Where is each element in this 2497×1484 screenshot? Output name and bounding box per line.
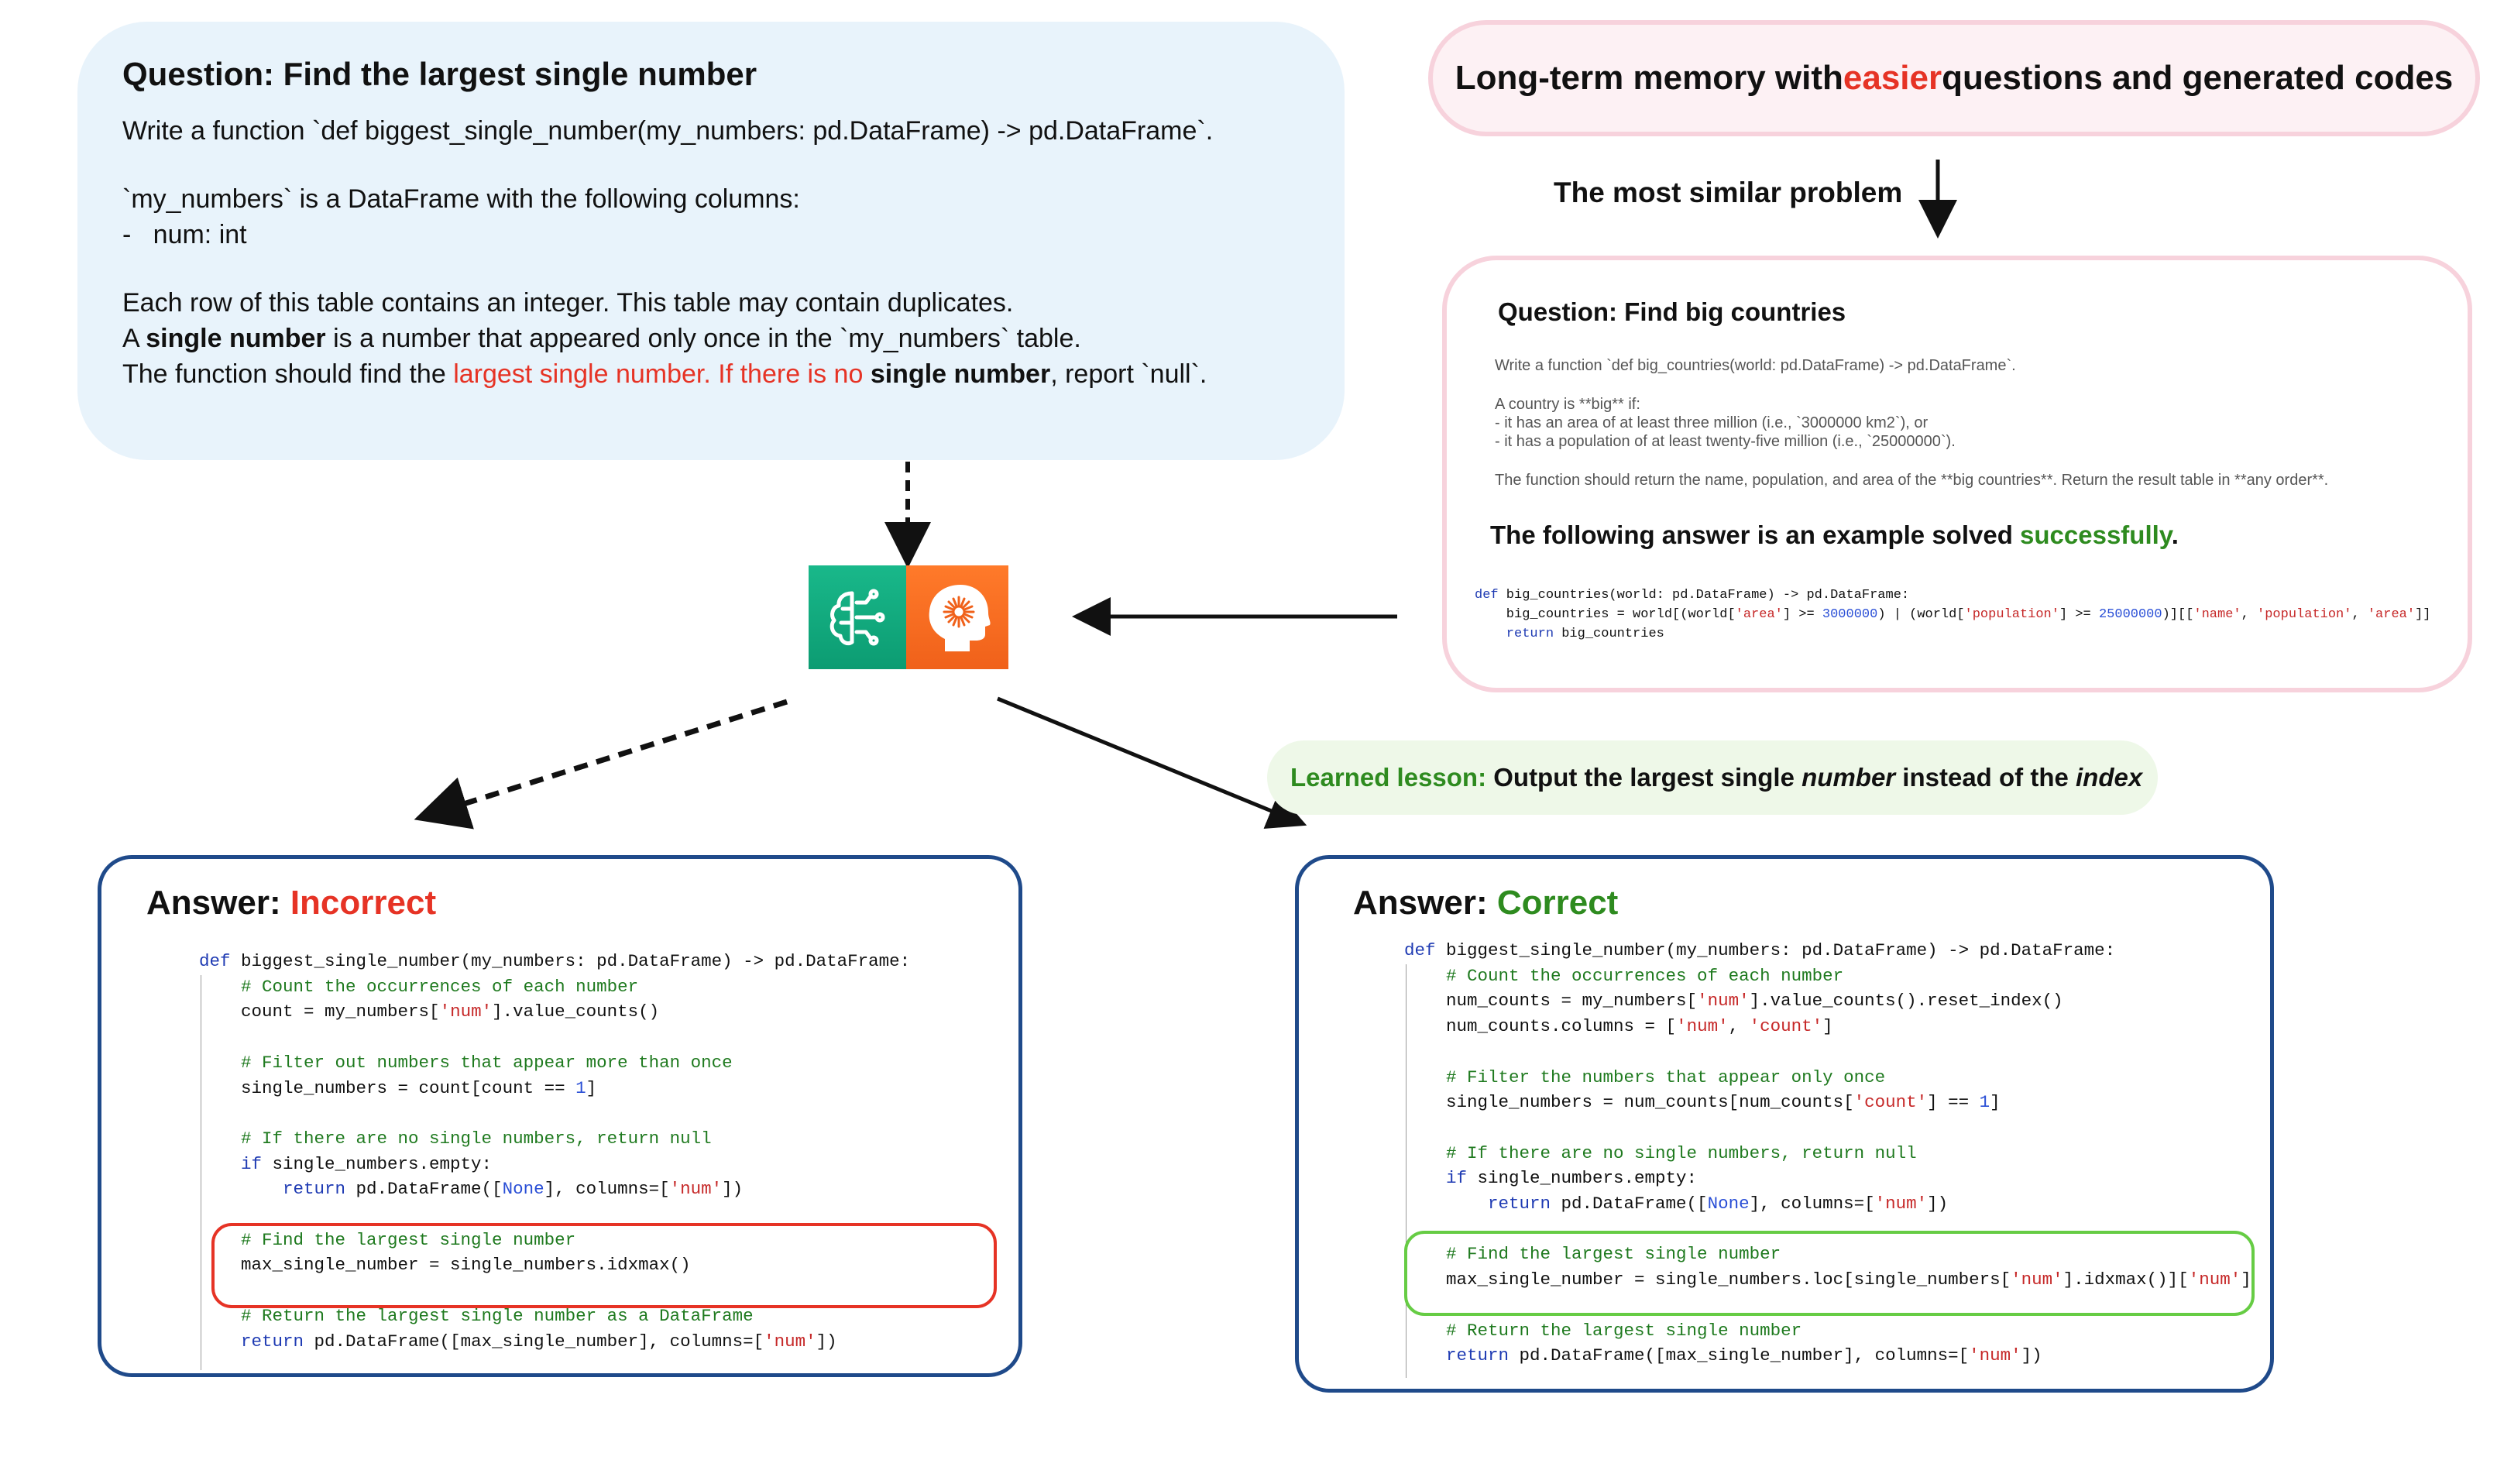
- incorrect-answer-title: Answer: Incorrect: [146, 884, 437, 922]
- example-code: def big_countries(world: pd.DataFrame) -…: [1475, 588, 2431, 641]
- example-problem-box: Question: Find big countries Write a fun…: [1442, 256, 2472, 692]
- learned-lesson-label: Learned lesson:: [1290, 763, 1487, 792]
- question-line-1: Write a function `def biggest_single_num…: [122, 116, 1214, 146]
- correct-answer-box: Answer: Correct def biggest_single_numbe…: [1295, 855, 2274, 1393]
- example-line-4: - it has a population of at least twenty…: [1495, 433, 1956, 450]
- example-title: Question: Find big countries: [1498, 297, 1846, 326]
- arrow-ai-to-incorrect: [414, 699, 788, 830]
- ai-model-icon: [809, 565, 1008, 669]
- largest-single-number-highlight: largest single number: [453, 359, 704, 389]
- correct-highlight-box: [1404, 1231, 2255, 1316]
- example-line-3: - it has an area of at least three milli…: [1495, 414, 1929, 431]
- question-line-5: A single number is a number that appeare…: [122, 324, 1081, 353]
- arrow-ai-to-correct: [997, 696, 1307, 829]
- neural-network-icon: [809, 565, 906, 669]
- incorrect-code: def biggest_single_number(my_numbers: pd…: [199, 951, 911, 1352]
- question-line-6: The function should find the largest sin…: [122, 359, 1207, 389]
- question-line-3: - num: int: [122, 220, 247, 249]
- question-title: Question: Find the largest single number: [122, 56, 757, 92]
- incorrect-highlight-box: [211, 1223, 997, 1308]
- brain-head-icon: [906, 565, 1008, 669]
- learned-lesson-box: Learned lesson: Output the largest singl…: [1267, 740, 2158, 815]
- correct-answer-title: Answer: Correct: [1353, 884, 1619, 922]
- incorrect-answer-box: Answer: Incorrect def biggest_single_num…: [98, 855, 1022, 1377]
- question-line-2: `my_numbers` is a DataFrame with the fol…: [122, 184, 800, 214]
- incorrect-status: Incorrect: [290, 884, 437, 922]
- long-term-memory-box: Long-term memory with easier questions a…: [1428, 20, 2480, 136]
- example-line-2: A country is **big** if:: [1495, 396, 1640, 413]
- correct-status: Correct: [1496, 884, 1619, 922]
- example-line-5: The function should return the name, pop…: [1495, 472, 2329, 489]
- question-line-4: Each row of this table contains an integ…: [122, 288, 1014, 318]
- example-success-subtitle: The following answer is an example solve…: [1490, 520, 2179, 549]
- example-line-1: Write a function `def big_countries(worl…: [1495, 357, 2016, 374]
- correct-code: def biggest_single_number(my_numbers: pd…: [1404, 940, 2251, 1366]
- most-similar-problem-label: The most similar problem: [1554, 177, 1903, 208]
- question-box: Question: Find the largest single number…: [77, 22, 1345, 460]
- memory-easier-highlight: easier: [1843, 59, 1942, 97]
